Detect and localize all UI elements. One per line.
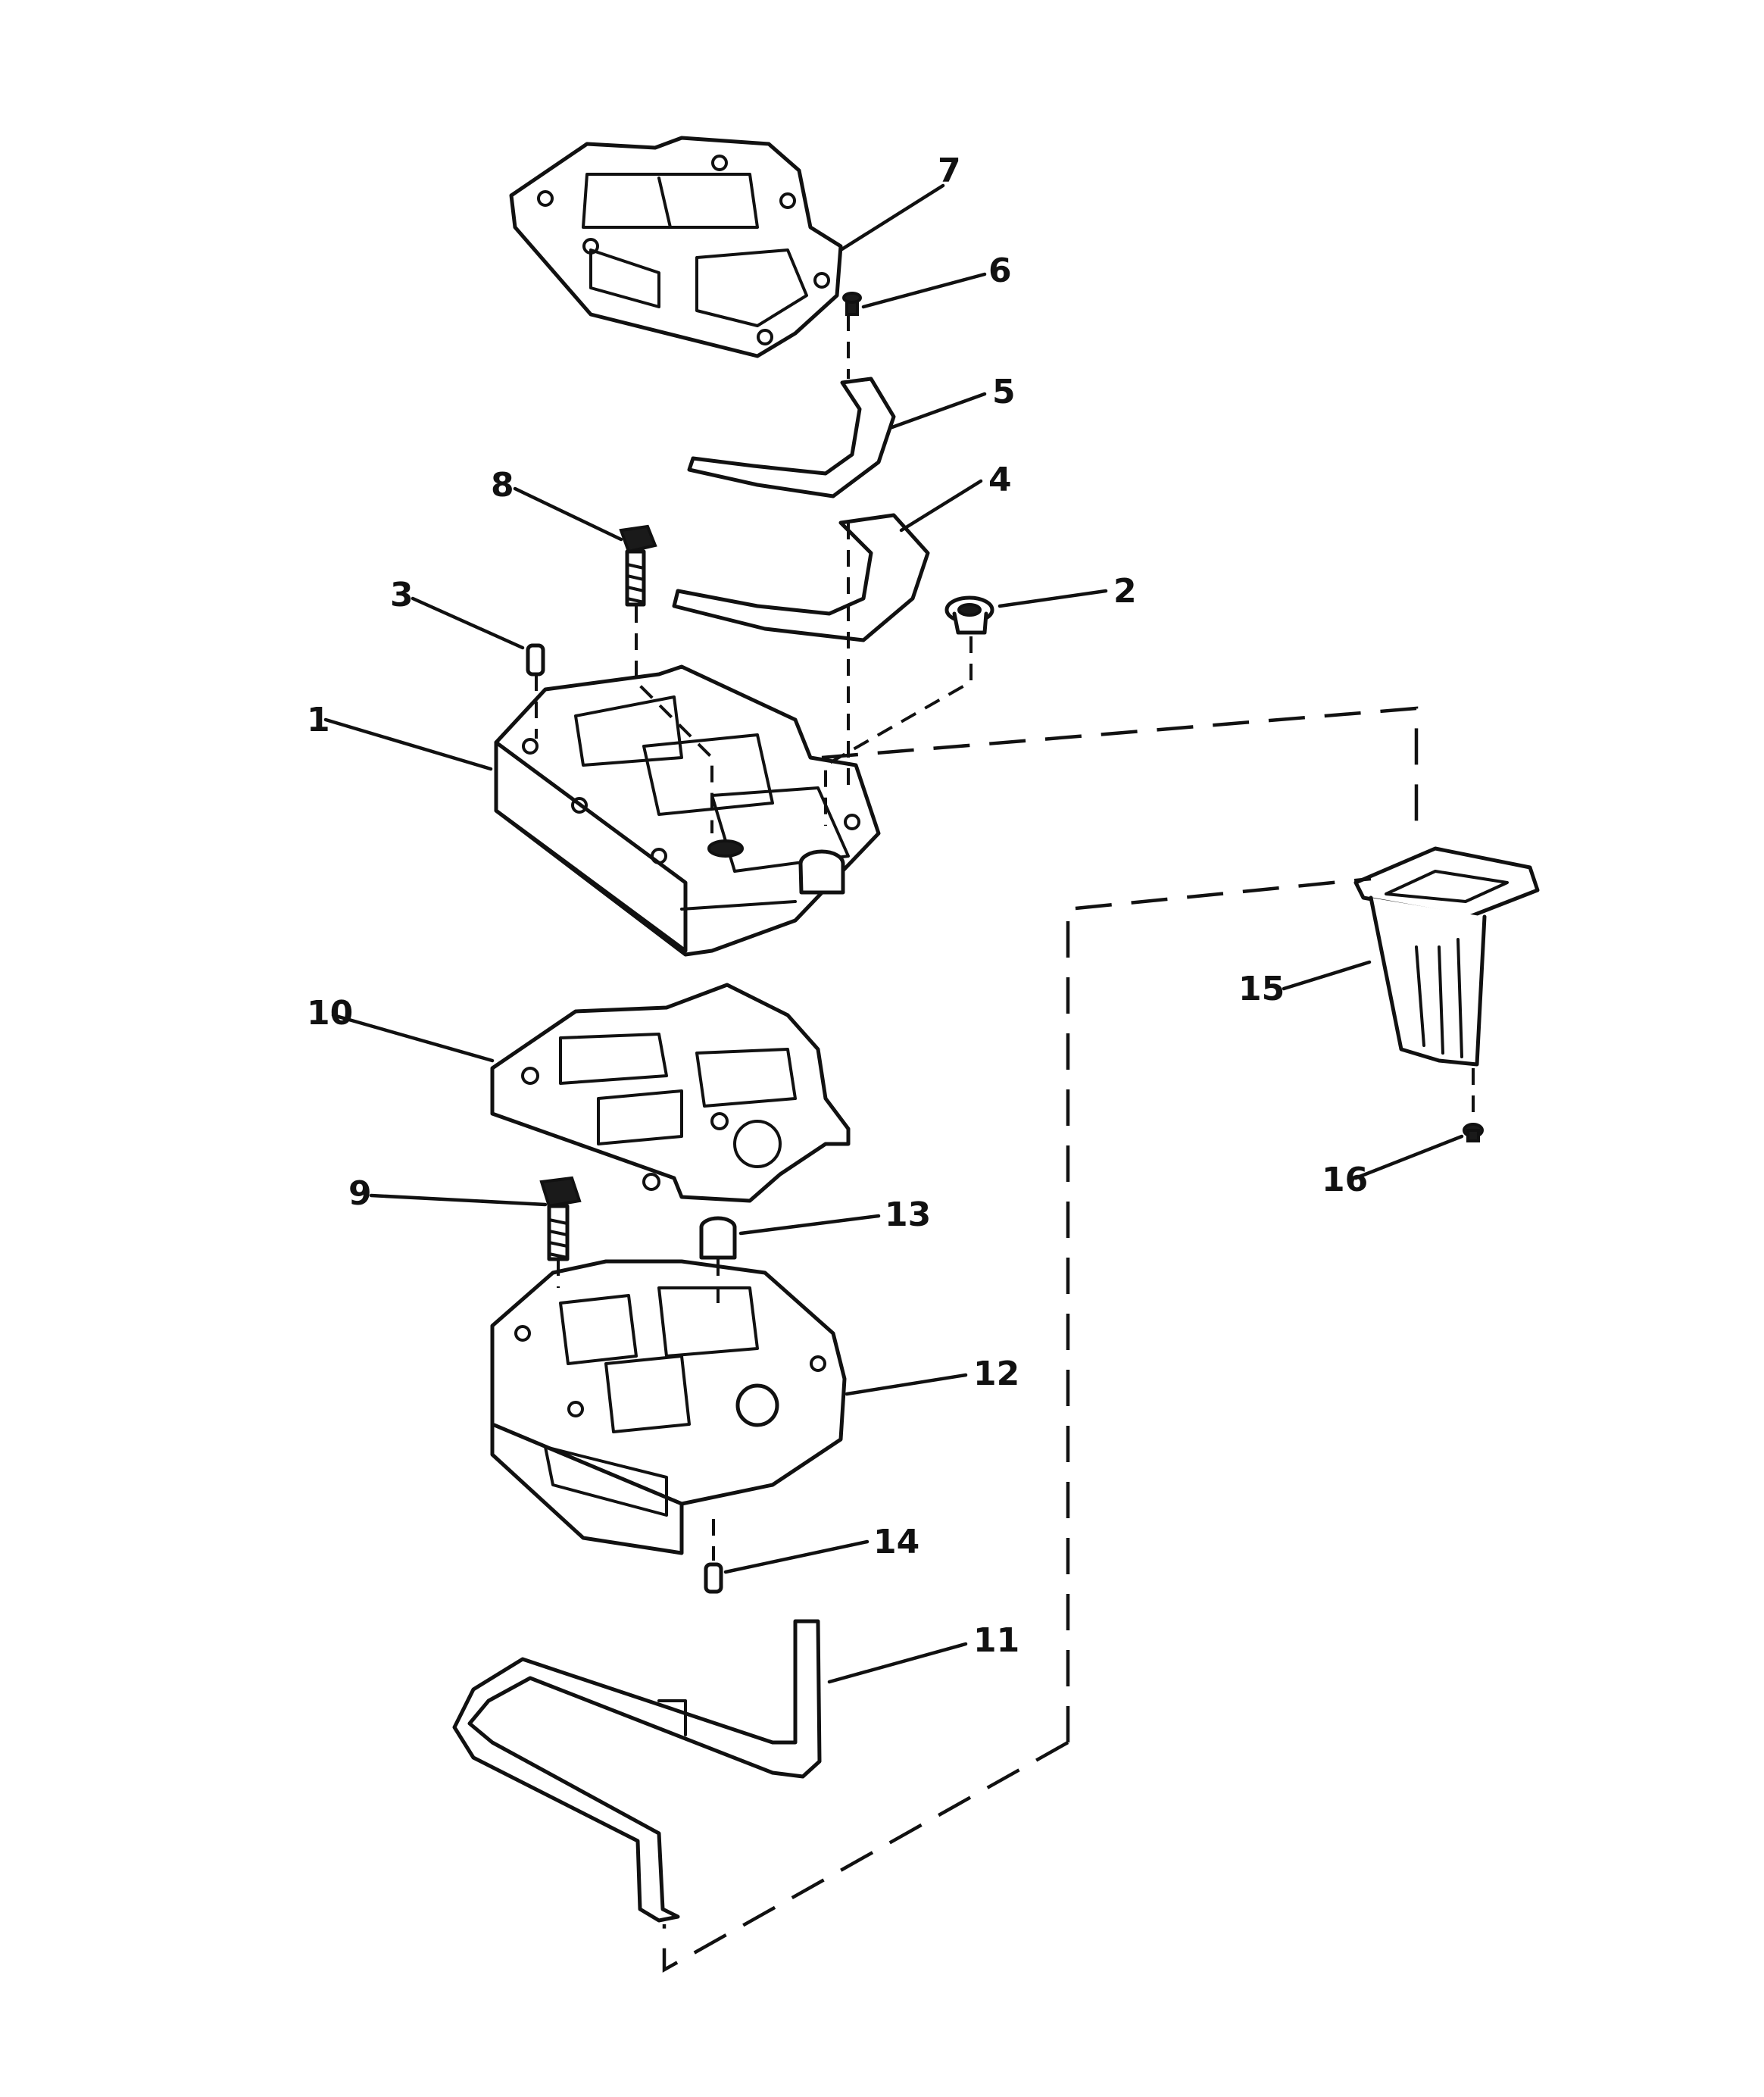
part-6-screw — [842, 292, 862, 316]
part-4-strip — [672, 513, 930, 642]
part-15-duct — [1353, 846, 1540, 1067]
part-12-housing — [490, 1259, 847, 1555]
part-9-bolt — [539, 1176, 582, 1261]
part-16-screw — [1463, 1123, 1484, 1142]
callout-16: 16 — [1322, 1161, 1368, 1199]
callout-4: 4 — [988, 461, 1012, 499]
part-13-sleeve — [699, 1216, 737, 1260]
part-1-housing — [494, 664, 881, 957]
part-2-bushing — [944, 595, 994, 635]
part-7-gasket — [509, 136, 843, 358]
callout-5: 5 — [992, 373, 1016, 411]
callout-3: 3 — [390, 576, 414, 614]
alignment-lines — [535, 314, 1475, 1973]
callout-6: 6 — [988, 252, 1012, 290]
part-11-seal — [452, 1619, 822, 1923]
callout-labels: 1 2 3 4 5 6 7 8 9 10 11 12 13 14 15 16 — [307, 152, 1368, 1660]
callout-10: 10 — [307, 994, 353, 1033]
callout-12: 12 — [973, 1355, 1019, 1393]
leader-lines — [323, 183, 1464, 1684]
callout-8: 8 — [491, 466, 514, 505]
callout-9: 9 — [348, 1174, 372, 1213]
part-8-bolt — [619, 524, 657, 607]
part-3-pin — [526, 643, 545, 677]
callout-15: 15 — [1238, 970, 1285, 1008]
callout-14: 14 — [873, 1523, 919, 1561]
callout-11: 11 — [973, 1621, 1019, 1660]
callout-13: 13 — [885, 1195, 931, 1234]
callout-1: 1 — [307, 701, 330, 739]
part-14-pin — [704, 1562, 723, 1594]
callout-7: 7 — [938, 152, 961, 190]
part-10-gasket — [490, 983, 851, 1203]
part-5-strip — [687, 377, 896, 498]
callout-2: 2 — [1113, 572, 1137, 611]
